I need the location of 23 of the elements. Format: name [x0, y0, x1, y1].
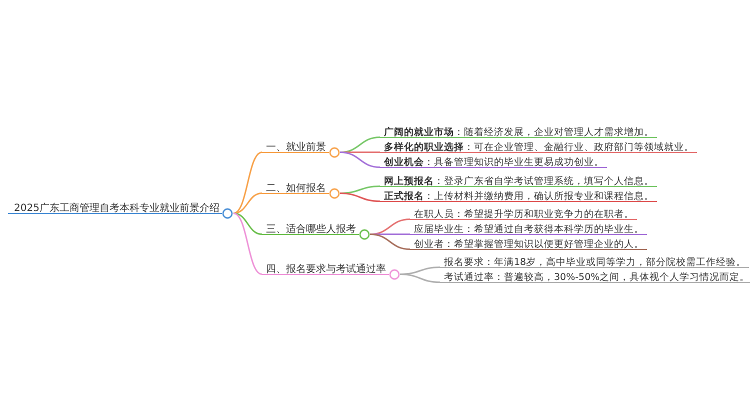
topic-text: 四、报名要求与考试通过率 [266, 264, 386, 275]
topic-text: 创业者：希望掌握管理知识以便更好管理企业的人。 [414, 239, 644, 250]
connector [340, 192, 380, 202]
topic-text: 网上预报名：登录广东省自学考试管理系统，填写个人信息。 [384, 176, 654, 187]
topic-text: 应届毕业生：希望通过自考获得本科学历的毕业生。 [414, 224, 644, 235]
topic-text: 广阔的就业市场：随着经济发展，企业对管理人才需求增加。 [384, 127, 654, 138]
topic-text: 正式报名：上传材料并缴纳费用，确认所报专业和课程信息。 [384, 191, 654, 202]
connector [233, 212, 262, 275]
topic-text: 二、如何报名 [266, 183, 326, 194]
connector [400, 274, 440, 283]
topic-text: 创业机会：具备管理知识的毕业生更易成功创业。 [384, 157, 604, 168]
topic-text: 一、就业前景 [266, 142, 326, 153]
connector [233, 152, 262, 214]
topic-text: 在职人员：希望提升学历和职业竞争力的在职者。 [414, 209, 634, 220]
topic-text: 三、适合哪些人报考 [266, 224, 356, 235]
connector [370, 234, 410, 250]
connector [340, 152, 380, 168]
topic-text: 多样化的职业选择：可在企业管理、金融行业、政府部门等领域就业。 [384, 142, 694, 153]
connector [233, 212, 262, 235]
topic-text: 报名要求：年满18岁，高中毕业或同等学力，部分院校需工作经验。 [444, 257, 746, 268]
topic-text: 考试通过率：普遍较高，30%-50%之间，具体视个人学习情况而定。 [444, 272, 750, 283]
connector [233, 192, 262, 214]
topic-text: 2025广东工商管理自考本科专业就业前景介绍 [14, 203, 220, 214]
